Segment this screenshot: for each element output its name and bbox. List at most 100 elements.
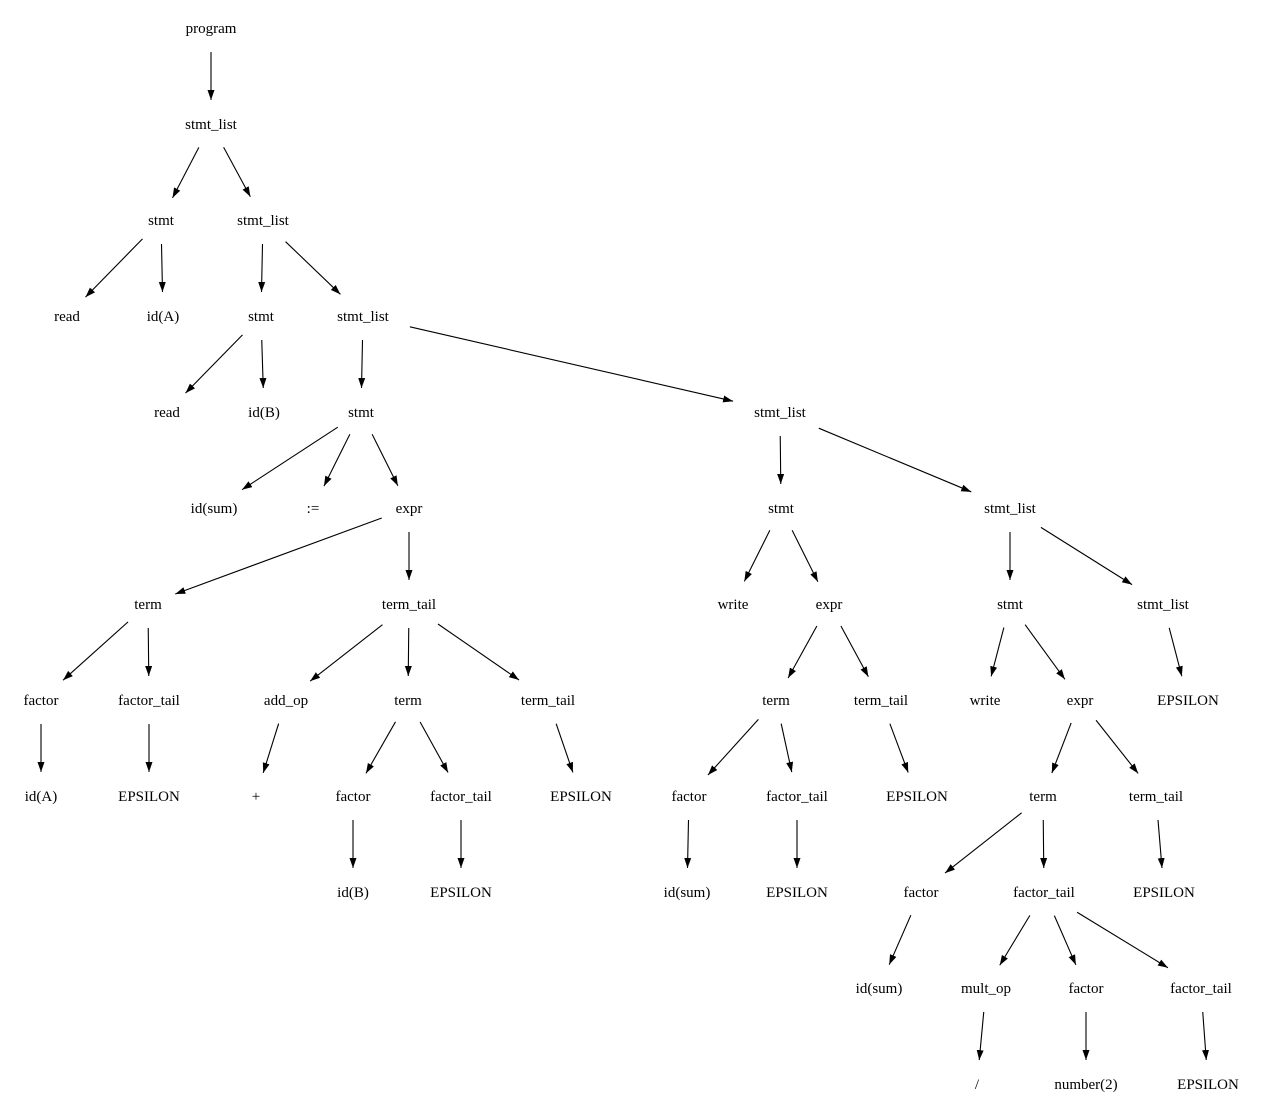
tree-node-expr: expr [1067,693,1094,709]
tree-node-id-b: id(B) [248,405,280,421]
tree-node-stmt-list: stmt_list [984,501,1037,517]
edge-arrow [437,623,520,681]
tree-node-term-tail: term_tail [521,693,575,709]
edge-arrow [85,238,143,298]
tree-node-factor-tail: factor_tail [766,789,828,805]
tree-node-: := [307,501,320,517]
tree-node-stmt-list: stmt_list [185,117,238,133]
tree-node-id-b: id(B) [337,885,369,901]
edge-arrow [684,819,692,869]
edge-arrow [1095,719,1139,774]
tree-node-term: term [134,597,162,613]
edge-arrow [1202,1011,1210,1061]
edge-arrow [888,914,912,965]
tree-node-stmt: stmt [997,597,1024,613]
tree-node-factor: factor [336,789,371,805]
edge-arrow [791,530,819,582]
tree-node-: + [252,789,260,805]
edge-arrow [158,243,166,293]
tree-node-stmt: stmt [768,501,795,517]
edge-arrow [262,723,280,774]
edge-arrow [185,334,243,394]
edge-arrow [358,339,366,389]
tree-node-epsilon: EPSILON [1133,885,1195,901]
edge-arrow [259,339,267,389]
tree-node-term-tail: term_tail [382,597,436,613]
tree-node-stmt-list: stmt_list [237,213,290,229]
tree-node-stmt-list: stmt_list [754,405,807,421]
tree-node-id-a: id(A) [147,309,180,325]
tree-node-factor: factor [24,693,59,709]
tree-node-epsilon: EPSILON [1177,1077,1239,1093]
tree-node-id-sum: id(sum) [664,885,711,901]
edge-arrow [1024,624,1066,680]
tree-node-: / [975,1077,980,1093]
edge-arrow [1053,915,1077,966]
edge-arrow [780,723,794,773]
tree-node-stmt: stmt [348,405,375,421]
tree-node-term: term [1029,789,1057,805]
tree-node-factor: factor [672,789,707,805]
tree-node-term-tail: term_tail [854,693,908,709]
edge-arrow [62,621,129,681]
tree-node-epsilon: EPSILON [1157,693,1219,709]
tree-node-id-sum: id(sum) [191,501,238,517]
edge-arrow [323,434,351,487]
edge-arrow [1040,819,1048,869]
tree-node-stmt: stmt [248,309,275,325]
edge-arrow [555,723,574,773]
tree-node-epsilon: EPSILON [118,789,180,805]
edge-arrow [990,627,1005,677]
tree-node-epsilon: EPSILON [430,885,492,901]
edge-arrow [976,1011,985,1061]
edge-arrow [371,434,399,486]
edge-arrow [175,517,382,595]
tree-node-factor-tail: factor_tail [1013,885,1075,901]
edge-arrow [145,627,153,677]
tree-node-term-tail: term_tail [1129,789,1183,805]
edge-arrow [707,719,759,776]
tree-node-id-a: id(A) [25,789,58,805]
edge-arrow [241,426,339,491]
edge-arrow [365,721,396,774]
tree-node-expr: expr [816,597,843,613]
tree-node-factor: factor [1069,981,1104,997]
tree-node-stmt-list: stmt_list [1137,597,1190,613]
tree-node-program: program [186,21,237,37]
edge-arrow [1040,526,1133,586]
edge-arrow [743,530,771,582]
tree-node-id-sum: id(sum) [856,981,903,997]
tree-node-epsilon: EPSILON [766,885,828,901]
edge-arrow [818,427,972,493]
tree-node-factor-tail: factor_tail [1170,981,1232,997]
edge-arrow [419,721,449,773]
tree-node-write: write [970,693,1001,709]
tree-node-stmt: stmt [148,213,175,229]
edge-arrow [944,812,1022,874]
edge-arrow [777,435,785,485]
edge-arrow [1168,627,1183,677]
edge-arrow [285,241,341,295]
edge-arrow [1051,722,1072,774]
edge-arrow [409,326,734,403]
tree-node-epsilon: EPSILON [886,789,948,805]
edge-arrow [840,625,869,677]
tree-node-read: read [54,309,80,325]
tree-node-stmt-list: stmt_list [337,309,390,325]
edge-arrow [223,147,251,197]
edge-arrow [787,625,818,679]
edges [37,52,1210,1061]
edge-arrow [404,627,412,677]
tree-node-mult-op: mult_op [961,981,1011,997]
tree-node-number-2: number(2) [1054,1077,1117,1093]
edge-arrow [999,915,1031,966]
tree-node-factor-tail: factor_tail [430,789,492,805]
tree-node-add-op: add_op [264,693,308,709]
tree-node-factor: factor [904,885,939,901]
tree-node-expr: expr [396,501,423,517]
tree-node-write: write [718,597,749,613]
tree-node-term: term [394,693,422,709]
edge-arrow [1157,819,1165,869]
